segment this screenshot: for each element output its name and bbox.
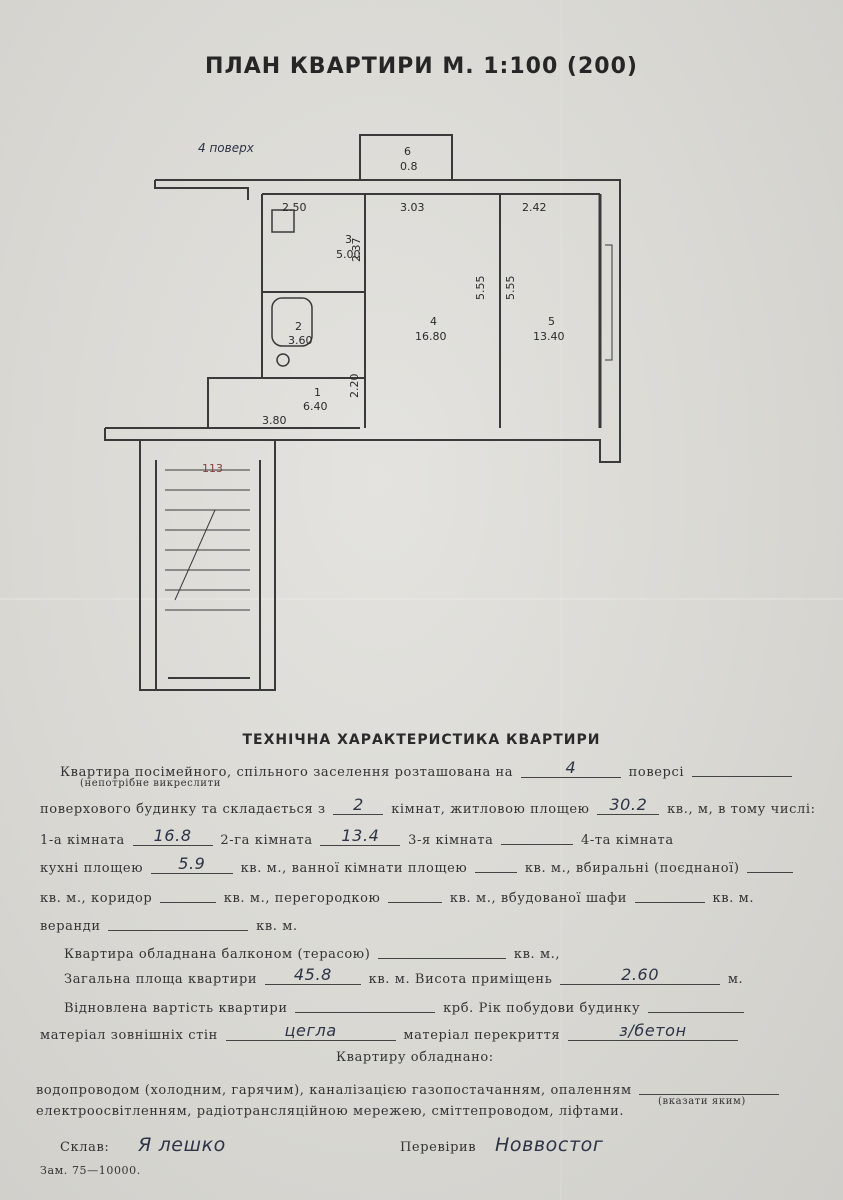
- room-2-value: 13.4: [341, 826, 380, 845]
- dim-label: 5.55: [474, 276, 487, 301]
- outer-wall: [155, 179, 621, 428]
- fold-line: [0, 598, 843, 600]
- stair-wall: [139, 440, 276, 691]
- form-line-8: Загальна площа квартири 45.8 кв. м. Висо…: [64, 965, 744, 987]
- total-area-value: 45.8: [293, 965, 332, 984]
- checked-line: Перевірив Новвостог: [400, 1134, 604, 1156]
- form-line-12: водопроводом (холодним, гарячим), каналі…: [36, 1078, 782, 1100]
- form-line-2: поверхового будинку та складається з 2 к…: [40, 795, 816, 817]
- form-line-4: кухні площею 5.9 кв. м., ванної кімнати …: [40, 854, 796, 878]
- form-note: (непотрібне викреслити: [80, 778, 221, 789]
- fold-line: [560, 0, 562, 1200]
- walls-value: цегла: [284, 1021, 337, 1040]
- form-line-5: кв. м., коридор кв. м., перегородкою кв.…: [40, 886, 754, 908]
- kitchen-value: 5.9: [178, 854, 206, 873]
- floor-plan: 4 поверх 3 5.00 2 3.60 1 6.40 4 16.80 5 …: [104, 134, 621, 691]
- dim-label: 3.03: [400, 201, 425, 214]
- room-1-num: 1: [314, 386, 321, 399]
- form-line-6: веранди кв. м.: [40, 914, 298, 936]
- form-line-13: електроосвітленням, радіотрансляційною м…: [36, 1104, 625, 1119]
- dim-label: 2.42: [522, 201, 547, 214]
- room-1-area: 6.40: [303, 400, 328, 413]
- form-line-1: Квартира посімейного, спільного заселенн…: [60, 758, 795, 782]
- order-number: Зам. 75—10000.: [40, 1164, 141, 1177]
- form-line-9: Відновлена вартість квартири крб. Рік по…: [64, 996, 747, 1018]
- rooms-value: 2: [353, 795, 364, 814]
- room-1-value: 16.8: [153, 826, 192, 845]
- dim-label: 2.50: [282, 201, 307, 214]
- height-value: 2.60: [621, 965, 660, 984]
- room-6-area: 0.8: [400, 160, 418, 173]
- room-3-num: 3: [345, 233, 352, 246]
- page-title: ПЛАН КВАРТИРИ М. 1:100 (200): [205, 54, 638, 79]
- niche-6-wall: [359, 134, 453, 180]
- dim-label: 5.55: [504, 276, 517, 301]
- dim-label: 2.20: [348, 374, 361, 399]
- room-2-area: 3.60: [288, 334, 313, 347]
- form-line-11: Квартиру обладнано:: [336, 1050, 494, 1065]
- room-6-num: 6: [404, 145, 411, 158]
- form-note: (вказати яким): [658, 1096, 746, 1107]
- living-area-value: 30.2: [609, 795, 648, 814]
- outer-wall: [104, 428, 621, 463]
- checked-signature: Новвостог: [494, 1134, 604, 1156]
- dim-label: 3.80: [262, 414, 287, 427]
- tech-title: ТЕХНІЧНА ХАРАКТЕРИСТИКА КВАРТИРИ: [242, 732, 601, 748]
- floor-note: 4 поверх: [198, 141, 255, 155]
- stove: [271, 209, 295, 233]
- room-5-area: 13.40: [533, 330, 565, 343]
- dim-label: 2.37: [350, 238, 363, 263]
- room-4-num: 4: [430, 315, 437, 328]
- form-line-7: Квартира обладнана балконом (терасою) кв…: [64, 942, 560, 964]
- bathtub: [271, 297, 313, 347]
- room-4-area: 16.80: [415, 330, 447, 343]
- compiled-line: Склав: Я лешко: [60, 1134, 226, 1156]
- room-5-num: 5: [548, 315, 555, 328]
- room-3-area: 5.00: [336, 248, 361, 261]
- form-line-10: матеріал зовнішніх стін цегла матеріал п…: [40, 1021, 741, 1046]
- stair-label: 113: [202, 462, 223, 475]
- room-2-num: 2: [295, 320, 302, 333]
- compiled-signature: Я лешко: [138, 1134, 226, 1156]
- form-line-3: 1-а кімната 16.8 2-га кімната 13.4 3-я к…: [40, 826, 674, 848]
- ceiling-value: з/бетон: [619, 1021, 687, 1040]
- floor-value: 4: [565, 758, 577, 777]
